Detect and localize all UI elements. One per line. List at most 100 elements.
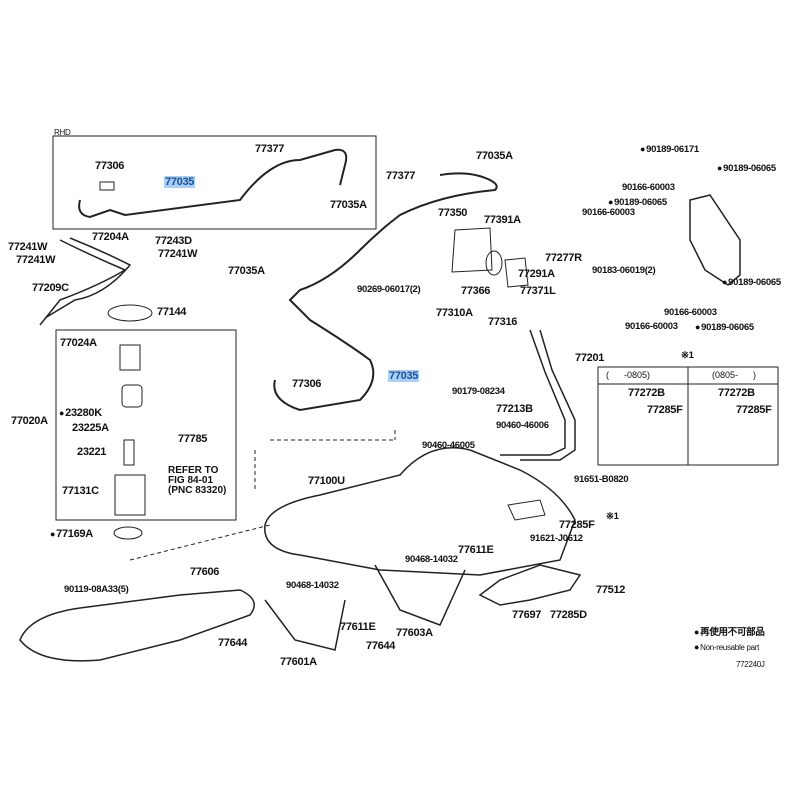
- part-label[interactable]: 77785: [178, 433, 208, 445]
- bracket-77277R: [689, 194, 741, 286]
- part-label-non-reusable[interactable]: 90189-06065: [695, 321, 754, 334]
- part-label[interactable]: 77697: [512, 609, 542, 621]
- part-label[interactable]: 90269-06017(2): [357, 284, 421, 295]
- part-label[interactable]: 77035A: [228, 265, 265, 277]
- refer-note-line1: REFER TO: [168, 465, 219, 476]
- part-label[interactable]: 90166-60003: [582, 207, 635, 218]
- part-label-non-reusable[interactable]: 90189-06065: [717, 162, 776, 175]
- part-label[interactable]: 77306: [95, 160, 125, 172]
- variant-col2-header: (0805- ): [712, 370, 757, 380]
- part-label[interactable]: 77606: [190, 566, 220, 578]
- part-label[interactable]: 77310A: [436, 307, 473, 319]
- part-label[interactable]: 77611E: [458, 544, 494, 556]
- filter-cup: [121, 384, 143, 408]
- fuel-tubes-77209C: [39, 237, 132, 326]
- part-label[interactable]: 77291A: [518, 268, 555, 280]
- part-label[interactable]: 77131C: [62, 485, 99, 497]
- variant-col1-header: ( -0805): [606, 370, 651, 380]
- part-label[interactable]: 77371L: [520, 285, 556, 297]
- part-label[interactable]: 90166-60003: [625, 321, 678, 332]
- rhd-label: RHD: [54, 128, 71, 137]
- main-fuel-line: [273, 172, 498, 412]
- part-label[interactable]: 90179-08234: [452, 386, 505, 397]
- part-label[interactable]: 77391A: [484, 214, 521, 226]
- part-label[interactable]: 77020A: [11, 415, 48, 427]
- part-label[interactable]: 77644: [218, 637, 248, 649]
- leader-dash: [270, 430, 396, 441]
- part-label[interactable]: 90166-60003: [664, 307, 717, 318]
- refer-note-line2[interactable]: FIG 84-01: [168, 475, 214, 486]
- part-label[interactable]: 77243D: [155, 235, 192, 247]
- part-label[interactable]: 90460-46005: [422, 440, 475, 451]
- part-label[interactable]: 90468-14032: [405, 554, 458, 565]
- part-label-non-reusable[interactable]: 77169A: [50, 528, 93, 540]
- part-label[interactable]: 77611E: [340, 621, 376, 633]
- part-label[interactable]: 23225A: [72, 422, 109, 434]
- part-label-highlighted[interactable]: 77035: [388, 370, 420, 382]
- part-label[interactable]: 77285D: [550, 609, 587, 621]
- part-label[interactable]: 77285F: [647, 404, 683, 416]
- part-label[interactable]: 77213B: [496, 403, 533, 415]
- part-label[interactable]: 77601A: [280, 656, 317, 668]
- part-label-non-reusable[interactable]: 23280K: [59, 407, 102, 419]
- part-label[interactable]: 77285F: [559, 519, 595, 531]
- part-label[interactable]: 91651-B0820: [574, 474, 629, 485]
- rhd-fuel-line: [78, 148, 348, 219]
- sensor-77306-icon: [99, 181, 115, 191]
- rhd-inset-box: [52, 135, 377, 230]
- part-label[interactable]: 77644: [366, 640, 396, 652]
- part-label[interactable]: 23221: [77, 446, 107, 458]
- pump-23221: [123, 439, 135, 466]
- part-label-non-reusable[interactable]: 90189-06171: [640, 143, 699, 156]
- part-label[interactable]: 77241W: [16, 254, 56, 266]
- part-label[interactable]: 77366: [461, 285, 491, 297]
- part-label[interactable]: 77603A: [396, 627, 433, 639]
- figure-code: 772240J: [736, 660, 765, 669]
- part-label[interactable]: 77377: [386, 170, 416, 182]
- part-label[interactable]: 90119-08A33(5): [64, 584, 129, 595]
- part-label[interactable]: 77035A: [476, 150, 513, 162]
- bracket-77697: [478, 564, 582, 606]
- variant-marker: ※1: [606, 511, 619, 522]
- part-label[interactable]: 77241W: [158, 248, 198, 260]
- part-label[interactable]: 77316: [488, 316, 518, 328]
- legend-non-reusable-jp: 再使用不可部品: [694, 626, 765, 639]
- fuel-tank-77100U: [264, 447, 576, 576]
- filler-pipe: [500, 329, 576, 461]
- part-label-non-reusable[interactable]: 90189-06065: [608, 196, 667, 209]
- part-label[interactable]: 77241W: [8, 241, 48, 253]
- part-label[interactable]: 91621-J0612: [530, 533, 583, 544]
- part-label[interactable]: 77204A: [92, 231, 129, 243]
- part-label[interactable]: 77272B: [718, 387, 755, 399]
- part-label[interactable]: 77277R: [545, 252, 582, 264]
- variant-box-marker: ※1: [681, 350, 694, 361]
- part-label[interactable]: 77272B: [628, 387, 665, 399]
- part-label[interactable]: 77024A: [60, 337, 97, 349]
- part-label[interactable]: 90468-14032: [286, 580, 339, 591]
- part-label[interactable]: 77377: [255, 143, 285, 155]
- pump-bracket-77024A: [119, 344, 141, 371]
- refer-note-line3: (PNC 83320): [168, 485, 227, 496]
- part-label[interactable]: 77144: [157, 306, 187, 318]
- part-label[interactable]: 77285F: [736, 404, 772, 416]
- part-label[interactable]: 77209C: [32, 282, 69, 294]
- bracket-clip: [507, 499, 546, 521]
- pump-cup-77131C: [114, 474, 146, 516]
- strap-77603A: [374, 564, 466, 626]
- part-label[interactable]: 77350: [438, 207, 468, 219]
- part-label[interactable]: 77035A: [330, 199, 367, 211]
- part-label[interactable]: 77306: [292, 378, 322, 390]
- part-label[interactable]: 77512: [596, 584, 626, 596]
- part-label[interactable]: 90166-60003: [622, 182, 675, 193]
- part-label[interactable]: 77201: [575, 352, 605, 364]
- part-label[interactable]: 90460-46006: [496, 420, 549, 431]
- part-label[interactable]: 77100U: [308, 475, 345, 487]
- part-label[interactable]: 90183-06019(2): [592, 265, 656, 276]
- protector-77606: [19, 589, 255, 662]
- part-label-highlighted[interactable]: 77035: [164, 176, 196, 188]
- gasket-77169A: [113, 526, 143, 540]
- fuel-lid-77350: [451, 227, 493, 273]
- part-label-non-reusable[interactable]: 90189-06065: [722, 276, 781, 289]
